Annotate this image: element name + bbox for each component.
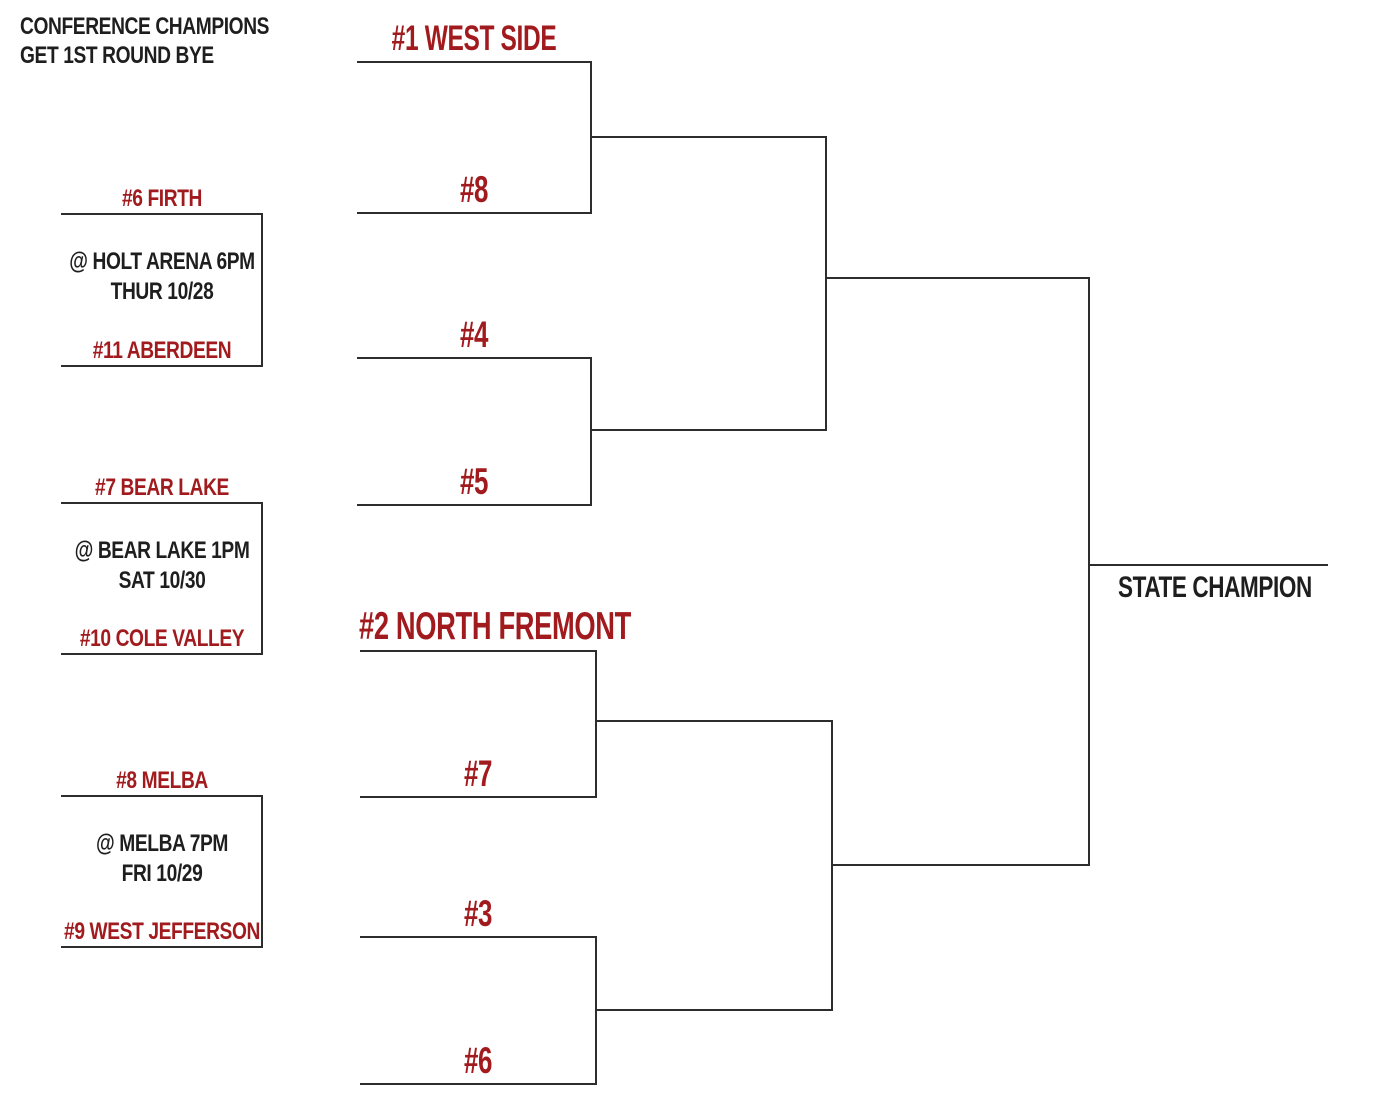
qf2-join-line [590, 357, 592, 506]
semifinal2-winner-line [831, 864, 1090, 866]
seed-label-bear-lake: #7 BEAR LAKE [95, 474, 229, 501]
qf2-bottom-line [357, 504, 592, 506]
seed-label-cole-valley: #10 COLE VALLEY [79, 625, 245, 652]
seed-label-north-fremont: #2 NORTH FREMONT [359, 605, 631, 648]
seed-label-3: #3 [463, 893, 493, 934]
playin2-date: SAT 10/30 [118, 567, 206, 594]
semifinal1-winner-line [825, 277, 1090, 279]
qf3-bottom-line [360, 796, 597, 798]
seed-label-7: #7 [463, 753, 493, 794]
seed-label-8: #8 [459, 169, 489, 210]
qf4-top-line [360, 936, 597, 938]
qf3-winner-line [595, 720, 833, 722]
seed-label-west-side: #1 WEST SIDE [391, 19, 557, 58]
playin3-schedule: @ MELBA 7PM FRI 10/29 [42, 829, 282, 889]
seed-label-west-jefferson: #9 WEST JEFFERSON [64, 918, 260, 945]
qf2-top-line [357, 357, 592, 359]
seed-label-melba: #8 MELBA [116, 767, 208, 794]
playin2-schedule: @ BEAR LAKE 1PM SAT 10/30 [42, 536, 282, 596]
playin1-venue: @ HOLT ARENA 6PM [69, 248, 255, 275]
qf4-winner-line [595, 1009, 833, 1011]
playin3-top-line [61, 795, 263, 797]
semifinal1-join-line [825, 136, 827, 431]
playin2-venue: @ BEAR LAKE 1PM [74, 537, 250, 564]
qf2-winner-line [590, 429, 827, 431]
playin1-top-line [61, 213, 263, 215]
playin2-bottom-line [61, 653, 263, 655]
champion-line [1088, 564, 1328, 566]
playin3-venue: @ MELBA 7PM [95, 830, 229, 857]
playin1-bottom-line [61, 365, 263, 367]
playin3-bottom-line [61, 946, 263, 948]
playin2-right-line [261, 502, 263, 655]
state-champion-label: STATE CHAMPION [1118, 571, 1312, 604]
playin1-schedule: @ HOLT ARENA 6PM THUR 10/28 [42, 247, 282, 307]
bye-note-line-2: GET 1ST ROUND BYE [20, 42, 214, 69]
playin1-date: THUR 10/28 [110, 278, 214, 305]
final-join-line [1088, 277, 1090, 866]
qf4-bottom-line [360, 1083, 597, 1085]
playin2-top-line [61, 502, 263, 504]
seed-label-aberdeen: #11 ABERDEEN [92, 337, 232, 364]
bye-note-line-1: CONFERENCE CHAMPIONS [20, 13, 270, 40]
qf1-top-line [357, 61, 592, 63]
playin3-right-line [261, 795, 263, 948]
qf1-winner-line [590, 136, 827, 138]
qf3-join-line [595, 650, 597, 798]
bye-note: CONFERENCE CHAMPIONS GET 1ST ROUND BYE [20, 12, 269, 70]
seed-label-4: #4 [459, 314, 489, 355]
seed-label-6: #6 [463, 1040, 493, 1081]
qf1-bottom-line [357, 212, 592, 214]
qf3-top-line [360, 650, 597, 652]
seed-label-5: #5 [459, 461, 489, 502]
playin3-date: FRI 10/29 [121, 860, 203, 887]
playin1-right-line [261, 213, 263, 367]
seed-label-firth: #6 FIRTH [121, 185, 202, 212]
